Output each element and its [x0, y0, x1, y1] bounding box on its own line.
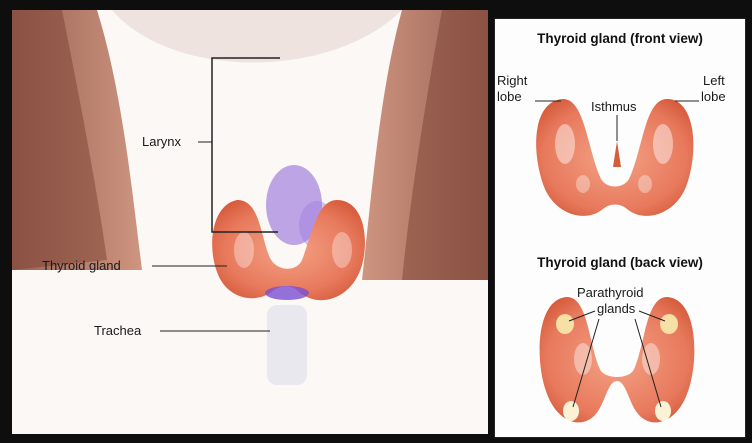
parathyroid-label-line1: Parathyroid: [577, 285, 643, 300]
neck-illustration-panel: Larynx Thyroid gland Trachea: [12, 10, 488, 434]
right-lobe-label-line2: lobe: [497, 89, 522, 104]
trachea-label: Trachea: [94, 323, 141, 338]
front-view-gland: [536, 99, 693, 216]
left-lobe-label-line1: Left: [703, 73, 725, 88]
parathyroid-label-line2: glands: [597, 301, 635, 316]
thyroid-gland-label: Thyroid gland: [42, 258, 121, 273]
isthmus-label: Isthmus: [591, 99, 637, 114]
inset-panel: Thyroid gland (front view): [494, 18, 746, 438]
neck-illustration: [12, 10, 488, 434]
back-view-title: Thyroid gland (back view): [495, 255, 745, 270]
right-lobe-label-line1: Right: [497, 73, 527, 88]
left-lobe-label-line2: lobe: [701, 89, 726, 104]
larynx-label: Larynx: [142, 134, 181, 149]
